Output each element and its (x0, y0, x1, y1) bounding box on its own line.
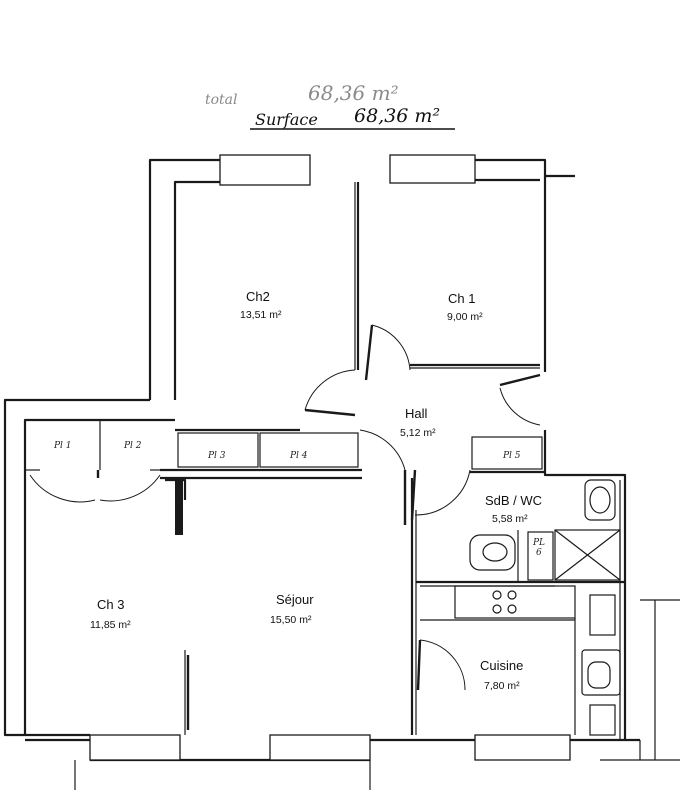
closet-pl6-top: PL (532, 538, 545, 548)
window-ch1 (389, 154, 476, 184)
room-ch2: Ch2 13,51 m² (240, 289, 282, 321)
total-value: 68,36 m² (308, 81, 399, 105)
room-name: Ch 3 (97, 597, 124, 612)
room-cuisine: Cuisine 7,80 m² (480, 658, 523, 692)
room-name: SdB / WC (485, 493, 542, 508)
doors (29, 324, 541, 691)
total-label: total (205, 92, 238, 108)
surface-value: 68,36 m² (354, 105, 440, 127)
room-hall: Hall 5,12 m² (400, 406, 436, 439)
room-area: 13,51 m² (240, 309, 282, 321)
closet-pl2: Pl 2 (123, 441, 142, 451)
closet-pl6-bottom: 6 (536, 548, 542, 558)
partitions (25, 182, 625, 736)
room-area: 9,00 m² (447, 311, 483, 323)
window-ch3 (89, 734, 181, 761)
surface-label: Surface (255, 110, 318, 129)
room-sejour: Séjour 15,50 m² (270, 592, 314, 626)
closet-labels: Pl 1 Pl 2 Pl 3 Pl 4 Pl 5 PL 6 (53, 441, 545, 558)
closet-pl3: Pl 3 (207, 451, 226, 461)
room-sdb-wc: SdB / WC 5,58 m² (485, 493, 542, 525)
room-area: 11,85 m² (90, 619, 131, 631)
window-ch2 (219, 154, 311, 186)
room-name: Cuisine (480, 658, 523, 673)
outer-walls (3, 158, 680, 790)
closet-pl5: Pl 5 (502, 451, 521, 461)
room-area: 15,50 m² (270, 614, 312, 626)
room-ch1: Ch 1 9,00 m² (447, 291, 483, 323)
windows (89, 154, 571, 761)
room-area: 7,80 m² (484, 680, 520, 692)
room-ch3: Ch 3 11,85 m² (90, 597, 131, 631)
room-name: Hall (405, 406, 428, 421)
room-name: Séjour (276, 592, 314, 607)
window-sejour (269, 734, 371, 761)
room-name: Ch2 (246, 289, 270, 304)
room-area: 5,58 m² (492, 513, 528, 525)
room-area: 5,12 m² (400, 427, 436, 439)
room-name: Ch 1 (448, 291, 475, 306)
closet-pl4: Pl 4 (289, 451, 308, 461)
surface-header: total 68,36 m² Surface 68,36 m² (205, 81, 455, 130)
window-cuisine (474, 734, 571, 761)
closet-pl1: Pl 1 (53, 441, 72, 451)
